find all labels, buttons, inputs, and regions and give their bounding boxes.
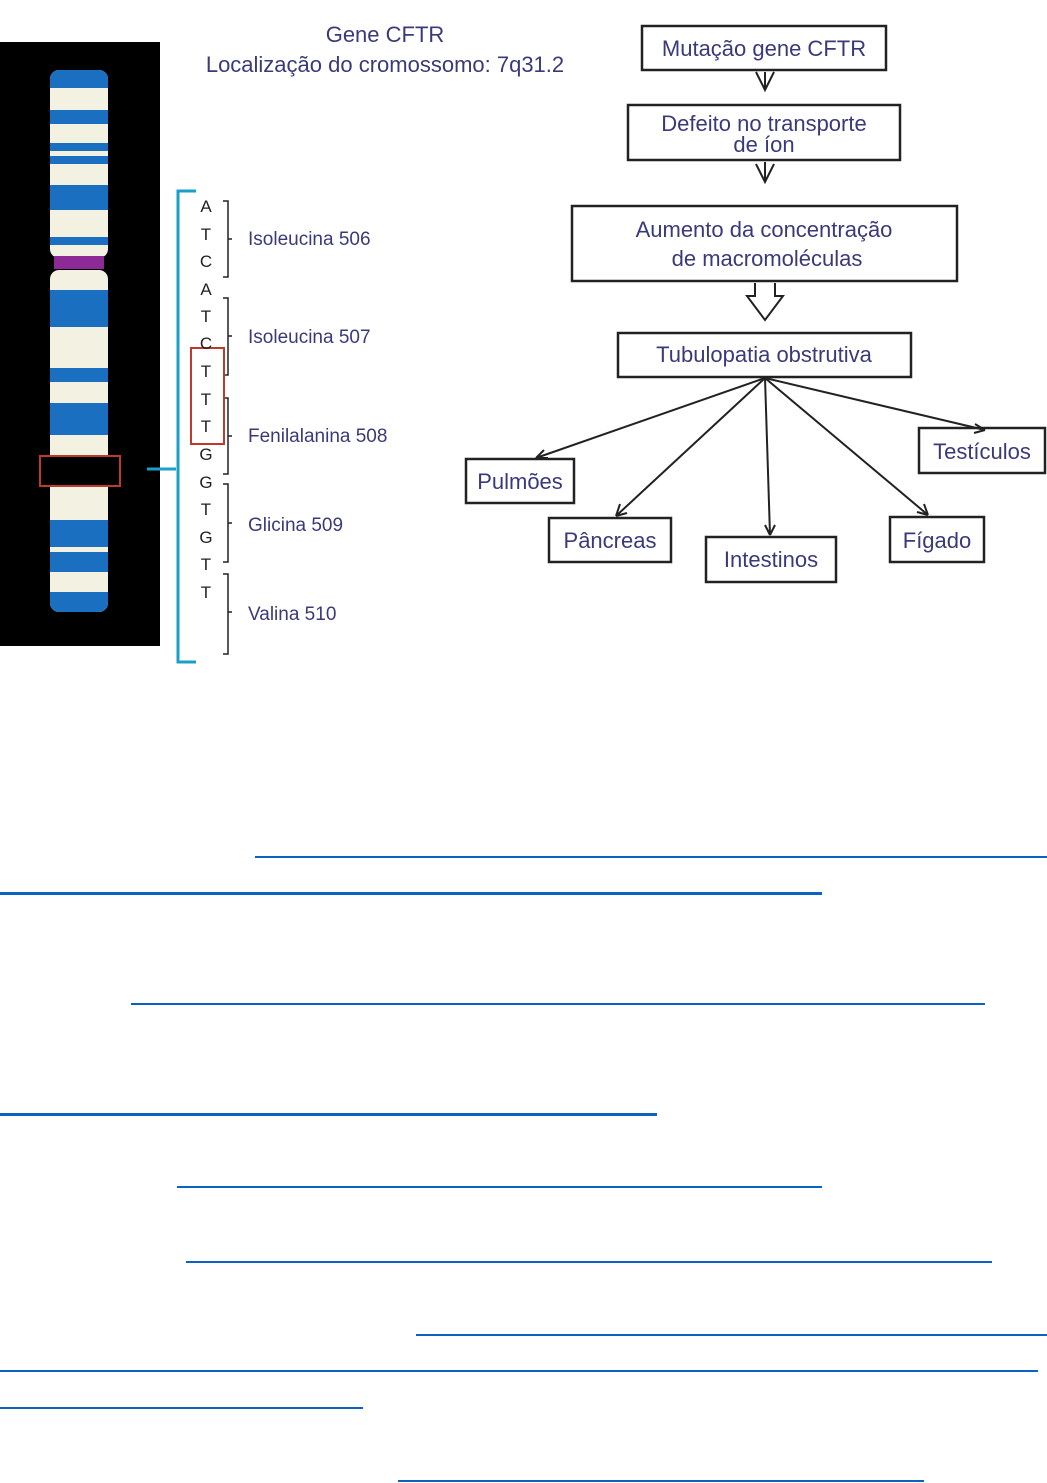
base: T — [201, 390, 211, 409]
dna-bases: A T C A T C T T T G G T G T T — [199, 197, 212, 602]
answer-line[interactable] — [0, 1407, 363, 1409]
codon-label: Isoleucina 507 — [248, 327, 371, 348]
flow-step-tubulopathy: Tubulopatia obstrutiva — [656, 342, 872, 367]
gene-title: Gene CFTR — [326, 22, 445, 47]
answer-line[interactable] — [0, 1113, 657, 1116]
answer-line[interactable] — [255, 856, 1047, 858]
codon-label: Fenilalanina 508 — [248, 426, 387, 447]
answer-line[interactable] — [177, 1186, 822, 1188]
base: T — [201, 500, 211, 519]
base: A — [200, 280, 212, 299]
answer-line[interactable] — [416, 1334, 1047, 1336]
answer-line[interactable] — [131, 1003, 985, 1005]
flow-arrows — [535, 71, 986, 536]
organ-lungs: Pulmões — [477, 469, 563, 494]
zoom-bracket — [147, 189, 196, 664]
base: C — [200, 252, 212, 271]
organ-pancreas: Pâncreas — [564, 528, 657, 553]
answer-line[interactable] — [0, 892, 822, 895]
base: A — [200, 197, 212, 216]
codon-label: Valina 510 — [248, 604, 336, 625]
base: T — [201, 307, 211, 326]
base: G — [199, 528, 212, 547]
gene-locus-highlight — [39, 455, 121, 487]
flow-box-concentration — [570, 204, 959, 283]
codon-label: Glicina 509 — [248, 515, 343, 536]
mutation-highlight — [190, 347, 225, 445]
organ-box-lungs — [464, 457, 576, 505]
base: T — [201, 583, 211, 602]
centromere — [54, 256, 104, 269]
organ-liver: Fígado — [903, 528, 972, 553]
organ-box-intestines — [704, 535, 838, 584]
flow-step-concentration: Aumento da concentração — [636, 217, 893, 242]
answer-line[interactable] — [0, 1370, 1038, 1372]
base: C — [200, 334, 212, 353]
answer-line[interactable] — [398, 1480, 924, 1482]
organ-box-pancreas — [547, 516, 673, 564]
base: T — [201, 417, 211, 436]
flow-box-transport — [626, 103, 902, 162]
organ-intestines: Intestinos — [724, 547, 818, 572]
flow-step-transport-2: de íon — [733, 132, 794, 157]
organ-box-liver — [888, 515, 986, 564]
organ-testicles: Testículos — [933, 439, 1031, 464]
answer-line[interactable] — [186, 1261, 992, 1263]
base: T — [201, 362, 211, 381]
flow-step-transport: Defeito no transporte — [661, 111, 866, 136]
base: T — [201, 225, 211, 244]
base: G — [199, 445, 212, 464]
flow-step-concentration-2: de macromoléculas — [672, 246, 863, 271]
codon-label: Isoleucina 506 — [248, 229, 371, 250]
codon-labels: Isoleucina 506 Isoleucina 507 Fenilalani… — [248, 229, 387, 625]
cftr-diagram: A T C A T C T T T G G T G T T Isoleucina… — [0, 22, 1047, 664]
base: T — [201, 555, 211, 574]
flow-box-tubulopathy — [616, 331, 913, 379]
chromosome-location: Localização do cromossomo: 7q31.2 — [206, 52, 564, 77]
chromosome-ideogram — [0, 42, 160, 646]
flow-box-mutation — [640, 24, 888, 72]
flow-step-mutation: Mutação gene CFTR — [662, 36, 866, 61]
base: G — [199, 473, 212, 492]
